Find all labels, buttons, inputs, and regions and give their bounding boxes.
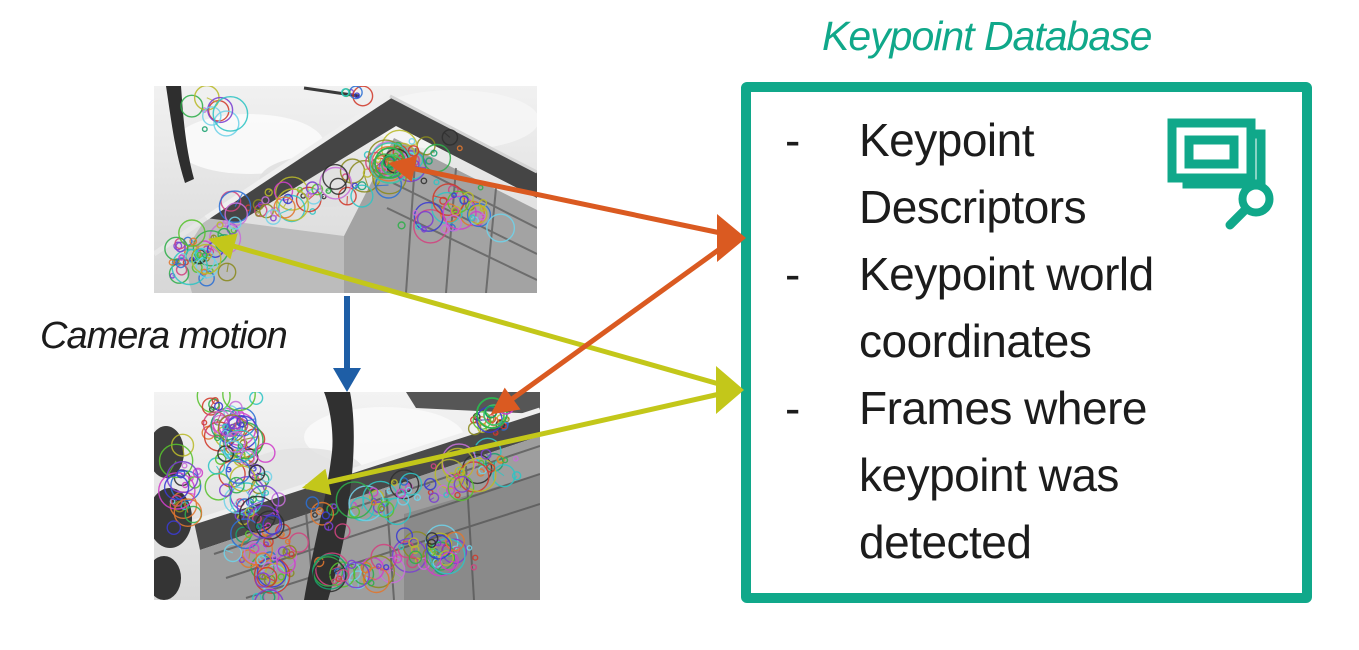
database-item-descriptors: - Keypoint Descriptors [785, 107, 1302, 241]
bullet-dash: - [785, 114, 800, 166]
wall-shadow [404, 474, 540, 600]
database-items-list: - Keypoint Descriptors - Keypoint world … [751, 92, 1302, 576]
item-line: coordinates [859, 315, 1092, 367]
camera-frame-1-photo [154, 86, 537, 293]
magnifier-handle [1225, 204, 1251, 230]
bullet-dash: - [785, 248, 800, 300]
tree-branch [166, 86, 194, 183]
yellow-arrowhead-database [716, 366, 744, 414]
keypoint-database-title: Keypoint Database [822, 13, 1152, 59]
database-item-frames-detected: - Frames where keypoint was detected [785, 375, 1302, 576]
frame-screen [1184, 135, 1239, 169]
eave-edge-lower [154, 215, 208, 257]
database-item-world-coordinates: - Keypoint world coordinates [785, 241, 1302, 375]
item-line: Keypoint [859, 114, 1035, 166]
frames-search-icon [1167, 118, 1274, 230]
foliage [154, 556, 181, 600]
roof-ridge [389, 94, 537, 174]
item-line: detected [859, 516, 1032, 568]
item-line: Frames where [859, 382, 1147, 434]
camera-motion-arrow [333, 296, 361, 392]
cloud [174, 114, 324, 174]
keypoint-database-box: - Keypoint Descriptors - Keypoint world … [741, 82, 1312, 603]
item-line: Keypoint world [859, 248, 1154, 300]
bullet-dash: - [785, 382, 800, 434]
camera-frame-2-photo [154, 392, 540, 600]
camera-motion-label: Camera motion [40, 315, 288, 357]
foliage [154, 426, 184, 478]
eave-edge [204, 93, 392, 221]
magnifier-lens [1238, 181, 1274, 217]
front-frame [1167, 118, 1256, 183]
item-line: keypoint was [859, 449, 1119, 501]
item-line: Descriptors [859, 181, 1087, 233]
